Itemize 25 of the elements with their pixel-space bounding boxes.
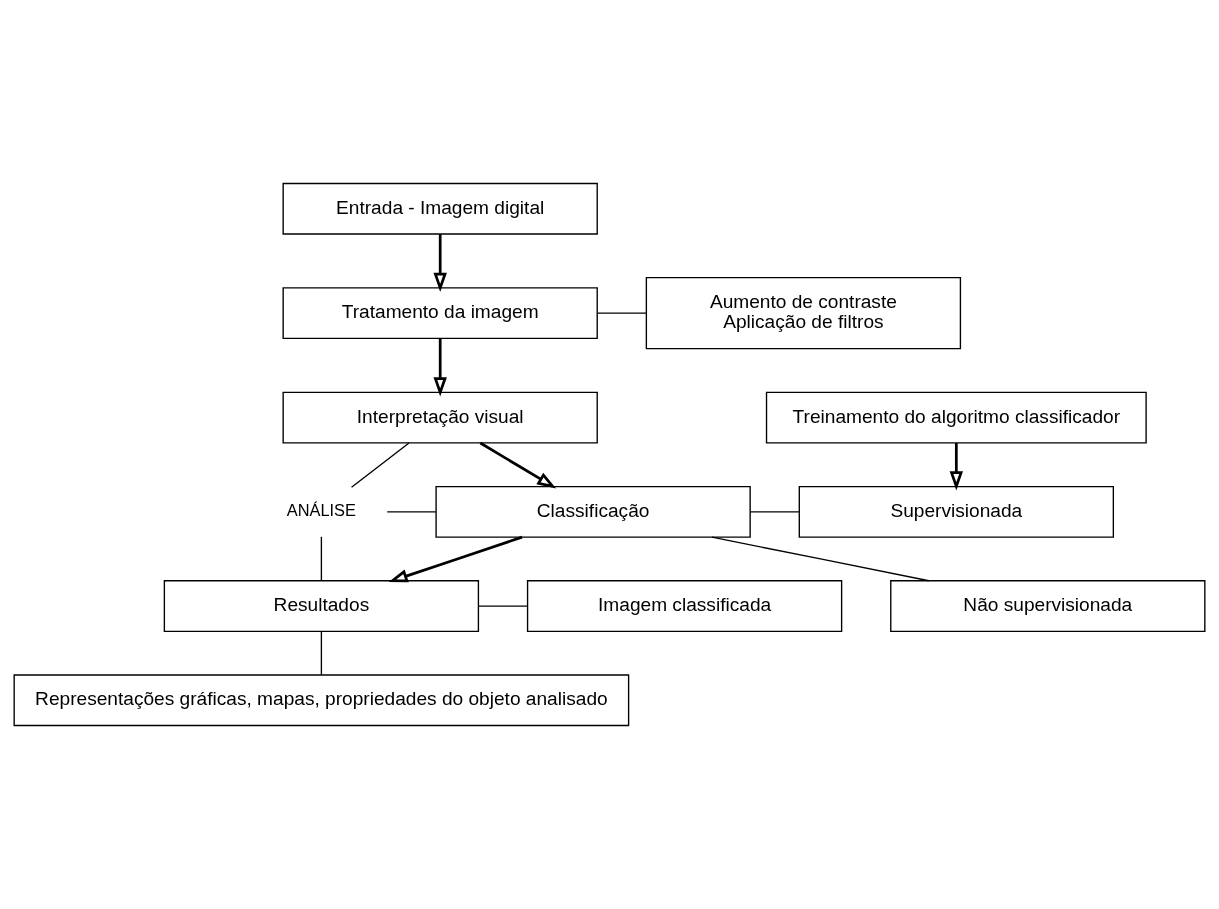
connector bbox=[711, 536, 930, 582]
node-box: Resultados bbox=[163, 580, 480, 632]
arrow bbox=[479, 441, 557, 489]
node-box: Imagem classificada bbox=[526, 580, 843, 632]
arrow bbox=[433, 234, 447, 292]
arrow bbox=[433, 338, 447, 397]
node-box: Entrada - Imagem digital bbox=[282, 182, 598, 235]
connector bbox=[350, 442, 410, 488]
connector bbox=[386, 511, 437, 513]
node-box: Supervisionada bbox=[798, 485, 1115, 538]
node-box: Classificação bbox=[435, 485, 751, 538]
connector bbox=[596, 312, 647, 314]
node-box: Tratamento da imagem bbox=[282, 287, 598, 340]
connector bbox=[749, 511, 800, 513]
node-box: Treinamento do algoritmo classificador bbox=[765, 391, 1147, 444]
node-box: Interpretação visual bbox=[282, 391, 598, 444]
arrow bbox=[949, 443, 964, 491]
node-box: Representações gráficas, mapas, propriedades do objeto analisado bbox=[13, 674, 630, 727]
node-box: Não supervisionada bbox=[890, 580, 1206, 632]
connector bbox=[477, 605, 528, 607]
connector bbox=[320, 630, 323, 676]
node-box: Aumento de contraste Aplicação de filtros bbox=[645, 277, 962, 350]
connector bbox=[320, 536, 323, 581]
arrow bbox=[388, 535, 523, 583]
node-text: ANÁLISE bbox=[286, 501, 356, 520]
